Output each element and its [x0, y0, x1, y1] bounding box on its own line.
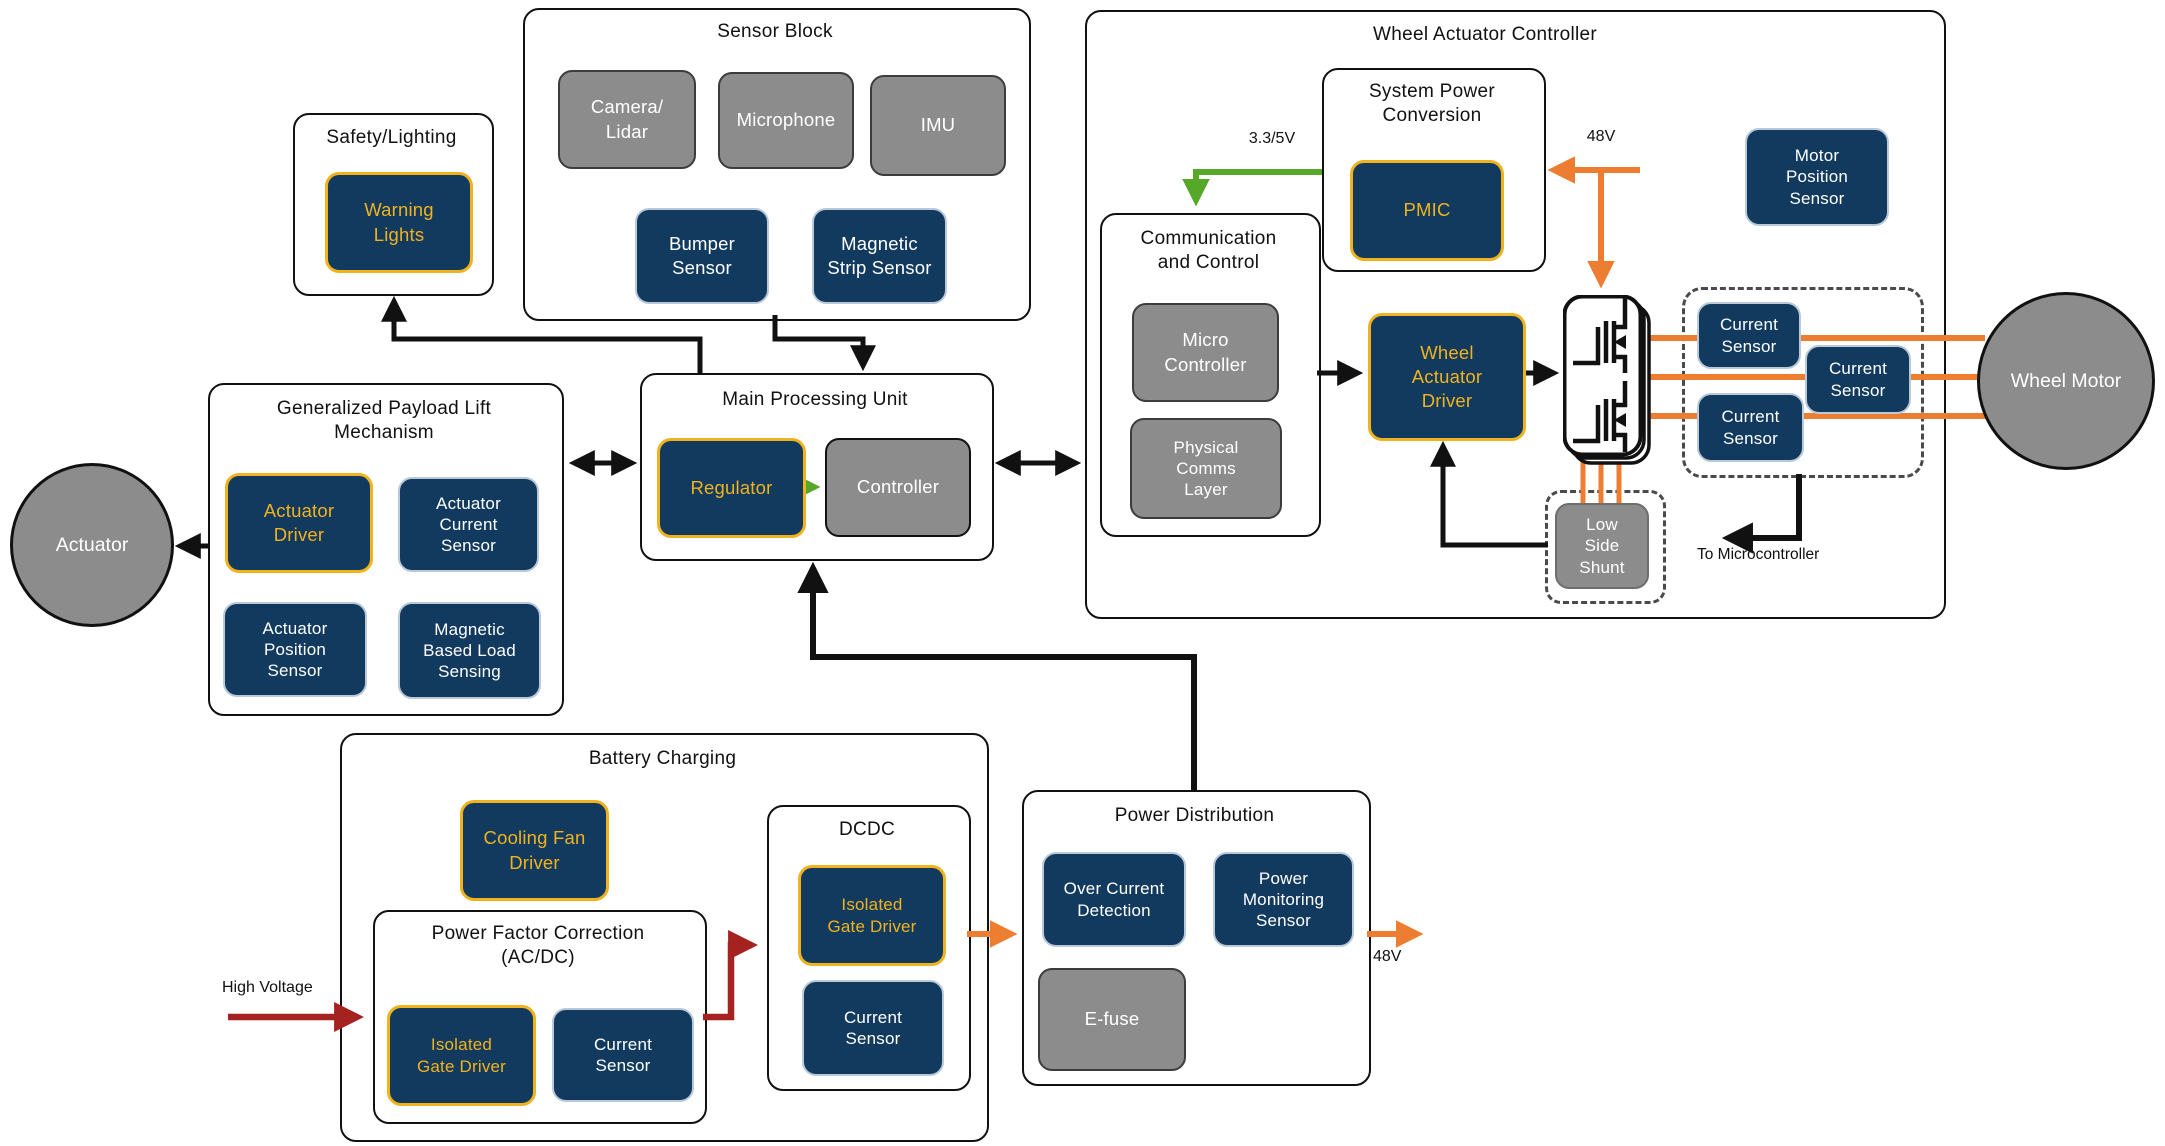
- power-distribution-title: Power Distribution: [1114, 805, 1275, 826]
- actuator-label: Actuator: [55, 533, 129, 556]
- current-sensor-b-block: Current Sensor: [1805, 345, 1911, 414]
- physical-comms-layer-block: Physical Comms Layer: [1130, 418, 1282, 519]
- current-sensor-c-block: Current Sensor: [1697, 393, 1804, 462]
- arrow-powerdist-to-mpu: [797, 561, 1197, 790]
- motor-position-sensor-block: Motor Position Sensor: [1745, 128, 1889, 226]
- dcdc-current-sensor-block: Current Sensor: [802, 980, 944, 1076]
- actuator-circle: Actuator: [10, 463, 174, 627]
- camera-lidar-label: Camera/ Lidar: [590, 96, 664, 142]
- imu-block: IMU: [870, 75, 1006, 176]
- micro-controller-label: Micro Controller: [1164, 329, 1247, 375]
- rail-3v3-5v-label: 3.3/5V: [1248, 130, 1296, 147]
- wheel-motor-circle: Wheel Motor: [1977, 292, 2155, 470]
- actuator-position-sensor-block: Actuator Position Sensor: [223, 602, 367, 697]
- warning-lights-block: Warning Lights: [325, 172, 473, 273]
- current-sensor-a-label: Current Sensor: [1719, 315, 1779, 356]
- high-voltage-label: High Voltage: [222, 979, 313, 996]
- wheel-actuator-driver-block: Wheel Actuator Driver: [1368, 313, 1526, 441]
- power-monitoring-sensor-label: Power Monitoring Sensor: [1242, 868, 1325, 931]
- physical-comms-layer-label: Physical Comms Layer: [1173, 437, 1239, 500]
- warning-lights-label: Warning Lights: [364, 199, 434, 245]
- arrow-currentsense-to-microcontroller: [1721, 474, 1802, 554]
- regulator-label: Regulator: [690, 476, 773, 498]
- actuator-current-sensor-label: Actuator Current Sensor: [436, 493, 501, 556]
- wire-3v3-5v-to-comm: [1182, 169, 1322, 207]
- pmic-label: PMIC: [1403, 199, 1451, 221]
- controller-block: Controller: [825, 438, 971, 537]
- rail-48v-in-label: 48V: [1586, 128, 1616, 145]
- comm-control-title: Communication and Control: [1140, 228, 1277, 274]
- payload-lift-title: Generalized Payload Lift Mechanism: [276, 398, 492, 444]
- wire-pfc-to-dcdc: [703, 930, 758, 1021]
- camera-lidar-block: Camera/ Lidar: [558, 70, 696, 169]
- controller-label: Controller: [856, 476, 940, 498]
- sensor-block-title: Sensor Block: [717, 21, 833, 42]
- bumper-sensor-block: Bumper Sensor: [635, 208, 769, 304]
- mpu-title: Main Processing Unit: [722, 389, 908, 410]
- cooling-fan-driver-block: Cooling Fan Driver: [460, 800, 609, 901]
- low-side-shunt-block: Low Side Shunt: [1555, 503, 1649, 589]
- mosfet-half-bridge-icon: [1563, 295, 1651, 465]
- pfc-title: Power Factor Correction (AC/DC): [431, 923, 645, 969]
- dcdc-isolated-gate-driver-block: Isolated Gate Driver: [798, 865, 946, 966]
- microphone-label: Microphone: [736, 109, 836, 131]
- magnetic-strip-sensor-label: Magnetic Strip Sensor: [827, 232, 932, 278]
- e-fuse-block: E-fuse: [1038, 968, 1186, 1071]
- magnetic-load-sensing-block: Magnetic Based Load Sensing: [398, 602, 541, 699]
- imu-label: IMU: [920, 114, 956, 136]
- current-sensor-b-label: Current Sensor: [1828, 359, 1888, 400]
- bumper-sensor-label: Bumper Sensor: [669, 232, 735, 278]
- power-monitoring-sensor-block: Power Monitoring Sensor: [1213, 852, 1354, 947]
- safety-lighting-title: Safety/Lighting: [326, 127, 457, 148]
- arrow-mpu-to-safety: [381, 295, 703, 373]
- rail-48v-out-label: 48V: [1373, 948, 1402, 965]
- arrow-sensorblock-to-mpu: [772, 315, 876, 372]
- system-power-conversion-title: System Power Conversion: [1368, 81, 1496, 127]
- arrow-shunt-to-wad: [1430, 440, 1548, 548]
- cooling-fan-driver-label: Cooling Fan Driver: [483, 827, 586, 873]
- over-current-detection-block: Over Current Detection: [1042, 852, 1186, 947]
- wheel-actuator-controller-title: Wheel Actuator Controller: [1373, 24, 1597, 45]
- current-sensor-c-label: Current Sensor: [1721, 407, 1780, 448]
- to-microcontroller-label: To Microcontroller: [1697, 546, 1820, 563]
- dcdc-title: DCDC: [838, 819, 896, 840]
- pfc-isolated-gate-driver-block: Isolated Gate Driver: [387, 1005, 536, 1106]
- micro-controller-block: Micro Controller: [1132, 303, 1279, 402]
- dcdc-isolated-gate-driver-label: Isolated Gate Driver: [827, 895, 917, 936]
- pfc-current-sensor-block: Current Sensor: [552, 1008, 694, 1102]
- actuator-current-sensor-block: Actuator Current Sensor: [398, 477, 539, 572]
- e-fuse-label: E-fuse: [1084, 1008, 1140, 1030]
- actuator-driver-label: Actuator Driver: [263, 499, 335, 545]
- pmic-block: PMIC: [1350, 160, 1504, 261]
- regulator-block: Regulator: [657, 438, 806, 538]
- microphone-block: Microphone: [718, 72, 854, 169]
- dcdc-current-sensor-label: Current Sensor: [843, 1007, 903, 1048]
- pfc-isolated-gate-driver-label: Isolated Gate Driver: [416, 1035, 507, 1076]
- actuator-position-sensor-label: Actuator Position Sensor: [262, 618, 328, 681]
- wheel-motor-label: Wheel Motor: [2010, 369, 2122, 392]
- magnetic-strip-sensor-block: Magnetic Strip Sensor: [812, 208, 947, 304]
- current-sensor-a-block: Current Sensor: [1697, 302, 1801, 369]
- actuator-driver-block: Actuator Driver: [225, 473, 373, 573]
- over-current-detection-label: Over Current Detection: [1063, 879, 1165, 920]
- low-side-shunt-label: Low Side Shunt: [1579, 515, 1625, 577]
- motor-position-sensor-label: Motor Position Sensor: [1785, 146, 1849, 208]
- wheel-actuator-driver-label: Wheel Actuator Driver: [1411, 341, 1483, 412]
- battery-charging-title: Battery Charging: [588, 748, 737, 769]
- current-sensor-group-dashed: [1682, 287, 1924, 478]
- pfc-current-sensor-label: Current Sensor: [593, 1034, 653, 1075]
- magnetic-load-sensing-label: Magnetic Based Load Sensing: [423, 619, 516, 682]
